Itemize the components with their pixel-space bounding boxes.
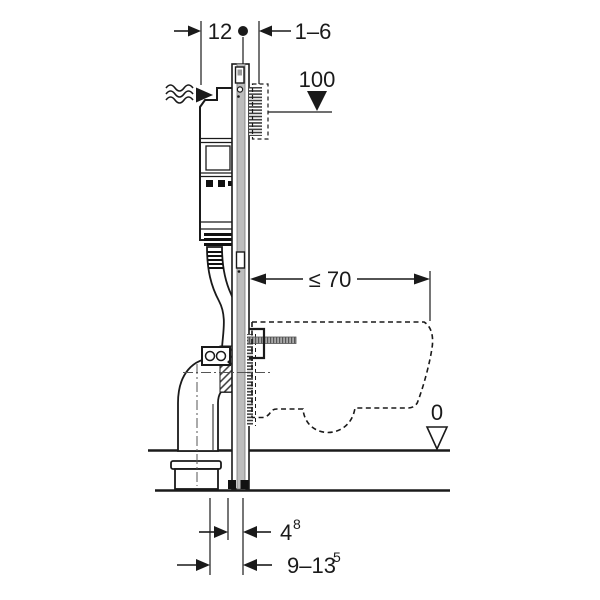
anchor-hatch [249,87,262,136]
bowl-fixing [183,327,297,373]
dim-bowl-depth-label: ≤ 70 [309,267,352,292]
wavy-line-icon [165,90,194,98]
dim-frame-depth-label: 12 [208,19,232,44]
concealed-cistern [199,87,237,393]
dim-wall-finish: 1–6 [258,19,332,84]
dim-frame-depth: 12 [174,19,248,85]
dim-outlet-offset-sup: 8 [293,516,301,532]
wavy-line-icon [165,96,194,104]
cistern-clip [228,181,232,186]
cistern-clip [206,180,213,187]
mounting-plate-hole [204,350,216,362]
drain-socket-lid [170,460,222,470]
level-marker-0: 0 [425,400,449,451]
rail-core [236,63,246,490]
level-marker-open-icon [425,426,449,451]
level-0-label: 0 [431,400,443,425]
wavy-line-icon [165,84,194,92]
wall-anchor-lower [247,334,256,426]
arrow-left-icon [250,273,266,285]
frame-foot [240,480,249,489]
rail-dot [237,270,241,273]
rail-dot [237,95,240,98]
arrow-right-icon [414,273,430,285]
arrow-right-icon [188,25,201,37]
rod-bracket [249,327,266,360]
flush-bend-ribs [207,251,224,269]
arrow-left-icon [243,559,257,571]
dim-outlet-offset-base: 4 [280,520,292,545]
level-100-label: 100 [299,67,336,92]
actuator-box-insert [237,69,242,76]
dim-bowl-depth: ≤ 70 [250,267,431,321]
arrow-right-icon [196,559,210,571]
flush-valve-seal [204,243,232,246]
dim-outlet-offset: 4 8 [199,498,301,575]
bowl-silhouette [252,321,434,434]
reference-dot-icon [238,26,248,36]
flush-valve-seal [204,233,232,236]
arrow-right-icon [214,526,228,538]
threaded-rod [247,336,297,344]
frame-rail [228,63,250,490]
arrow-left-icon [243,526,257,538]
dim-outlet-height-sup: 5 [333,549,341,565]
toilet-bowl-outline [251,321,434,434]
arrow-left-icon [259,25,272,37]
service-opening [235,251,246,269]
cistern-clip [218,180,225,187]
rail-bolt [236,86,244,93]
flow-arrow-icon [196,87,213,103]
frame-foot [228,480,236,489]
mounting-plate-hole [215,350,227,362]
level-marker-100: 100 [268,67,336,113]
level-marker-filled-icon [307,91,327,111]
wall-anchor-top [249,83,269,140]
cistern-inner-panel [205,145,231,171]
dim-wall-finish-label: 1–6 [295,19,332,44]
fastening-ticks [247,334,253,426]
mounting-plate-pin [227,360,231,364]
dim-outlet-height: 9–13 5 [177,549,341,578]
water-supply [165,84,213,104]
dim-outlet-height-base: 9–13 [287,553,336,578]
flush-valve-seal [204,238,232,241]
